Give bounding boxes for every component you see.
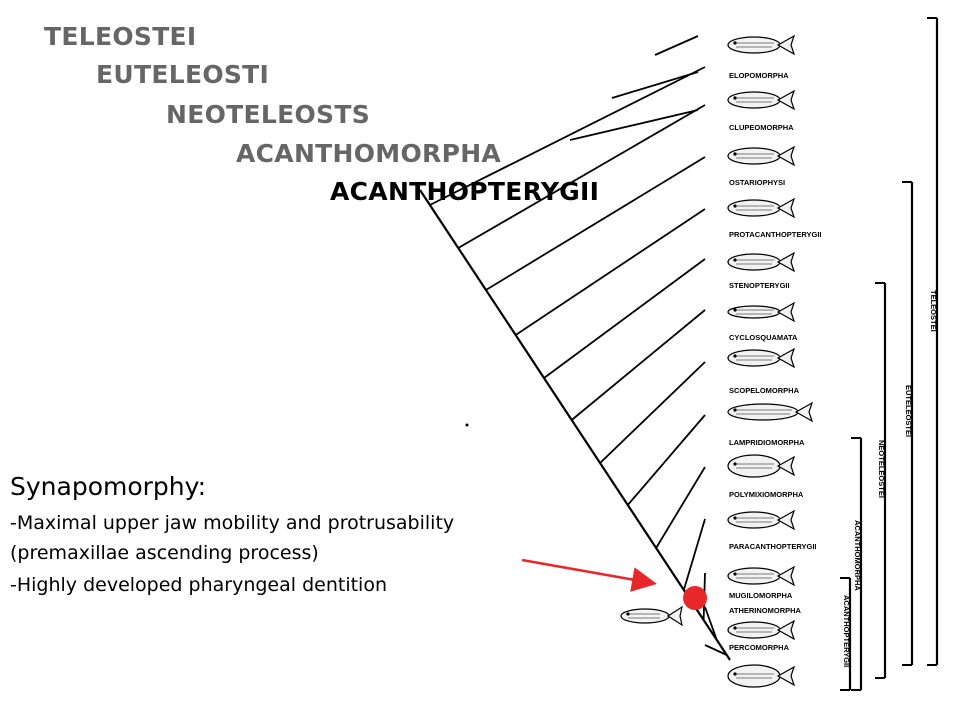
taxon-label: MUGILOMORPHA [729, 591, 793, 600]
fish-group [727, 34, 814, 688]
branch-line [611, 71, 699, 99]
taxon-label: STENOPTERYGII [729, 281, 790, 290]
branch-line [599, 361, 706, 464]
branch-line [569, 109, 699, 141]
synapomorphy-arrow [521, 558, 657, 592]
branch-line [485, 156, 706, 291]
branch-line [654, 35, 699, 56]
cladogram-spine [419, 189, 731, 661]
taxon-label: CLUPEOMORPHA [729, 123, 794, 132]
hierarchy-label-teleostei: TELEOSTEI [44, 22, 197, 51]
branch-line [682, 518, 706, 591]
clade-bracket-group: TELEOSTEI EUTELEOSTEI NEOTELEOSTEI ACANTHOM… [840, 17, 939, 691]
branch-line [457, 104, 706, 249]
synapomorphy-line-1: -Maximal upper jaw mobility and protrusa… [10, 512, 455, 534]
clade-label: NEOTELEOSTEI [877, 440, 886, 498]
taxon-label: SCOPELOMORPHA [729, 386, 800, 395]
fish-icon [727, 565, 796, 587]
synapomorphy-line-3: -Highly developed pharyngeal dentition [10, 574, 387, 596]
fish-icon [620, 605, 683, 627]
taxon-label-group: ELOPOMORPHA CLUPEOMORPHA OSTARIOPHYSI PROTA… [729, 71, 822, 652]
fish-icon [727, 34, 796, 56]
taxon-label: LAMPRIDIOMORPHA [729, 438, 805, 447]
branch-line [704, 644, 728, 656]
fish-icon [727, 347, 796, 369]
fish-icon [727, 619, 796, 641]
stray-dot [465, 423, 469, 427]
hierarchy-label-acanthomorpha: ACANTHOMORPHA [236, 139, 502, 168]
fish-icon [727, 145, 796, 167]
taxon-label: ELOPOMORPHA [729, 71, 789, 80]
clade-label: EUTELEOSTEI [904, 385, 913, 437]
branch-line [430, 96, 615, 215]
fish-icon [727, 454, 796, 478]
fish-icon [727, 301, 796, 323]
taxon-label: PARACANTHOPTERYGII [729, 542, 817, 551]
fish-icon [727, 401, 814, 423]
fish-icon [727, 89, 796, 111]
taxon-label: POLYMIXIOMORPHA [729, 490, 804, 499]
branch-line [627, 414, 706, 506]
fish-icon [727, 509, 796, 531]
branch-line [515, 208, 706, 336]
branch-line [704, 606, 718, 641]
synapomorphy-line-2: (premaxillae ascending process) [10, 542, 319, 564]
taxon-label: PERCOMORPHA [729, 643, 790, 652]
node-marker [683, 586, 707, 610]
clade-label: TELEOSTEI [929, 290, 938, 332]
clade-label: ACANTHOMORPHA [853, 520, 862, 591]
taxon-label: PROTACANTHOPTERYGII [729, 230, 822, 239]
branch-line [655, 466, 706, 549]
fish-icon [727, 664, 796, 688]
hierarchy-label-neoteleosts: NEOTELEOSTS [166, 100, 371, 129]
taxon-label: CYCLOSQUAMATA [729, 333, 798, 342]
branch-line [571, 309, 706, 421]
fish-icon [727, 197, 796, 219]
branch-line [543, 258, 706, 379]
branch-line [429, 66, 706, 206]
branch-group [429, 35, 728, 656]
taxon-label: OSTARIOPHYSI [729, 178, 785, 187]
hierarchy-label-euteleosti: EUTELEOSTI [96, 60, 270, 89]
synapomorphy-title: Synapomorphy: [10, 472, 207, 501]
fish-icon [727, 251, 796, 273]
clade-label: ACANTHOPTERYGII [842, 595, 851, 667]
taxon-label: ATHERINOMORPHA [729, 606, 802, 615]
